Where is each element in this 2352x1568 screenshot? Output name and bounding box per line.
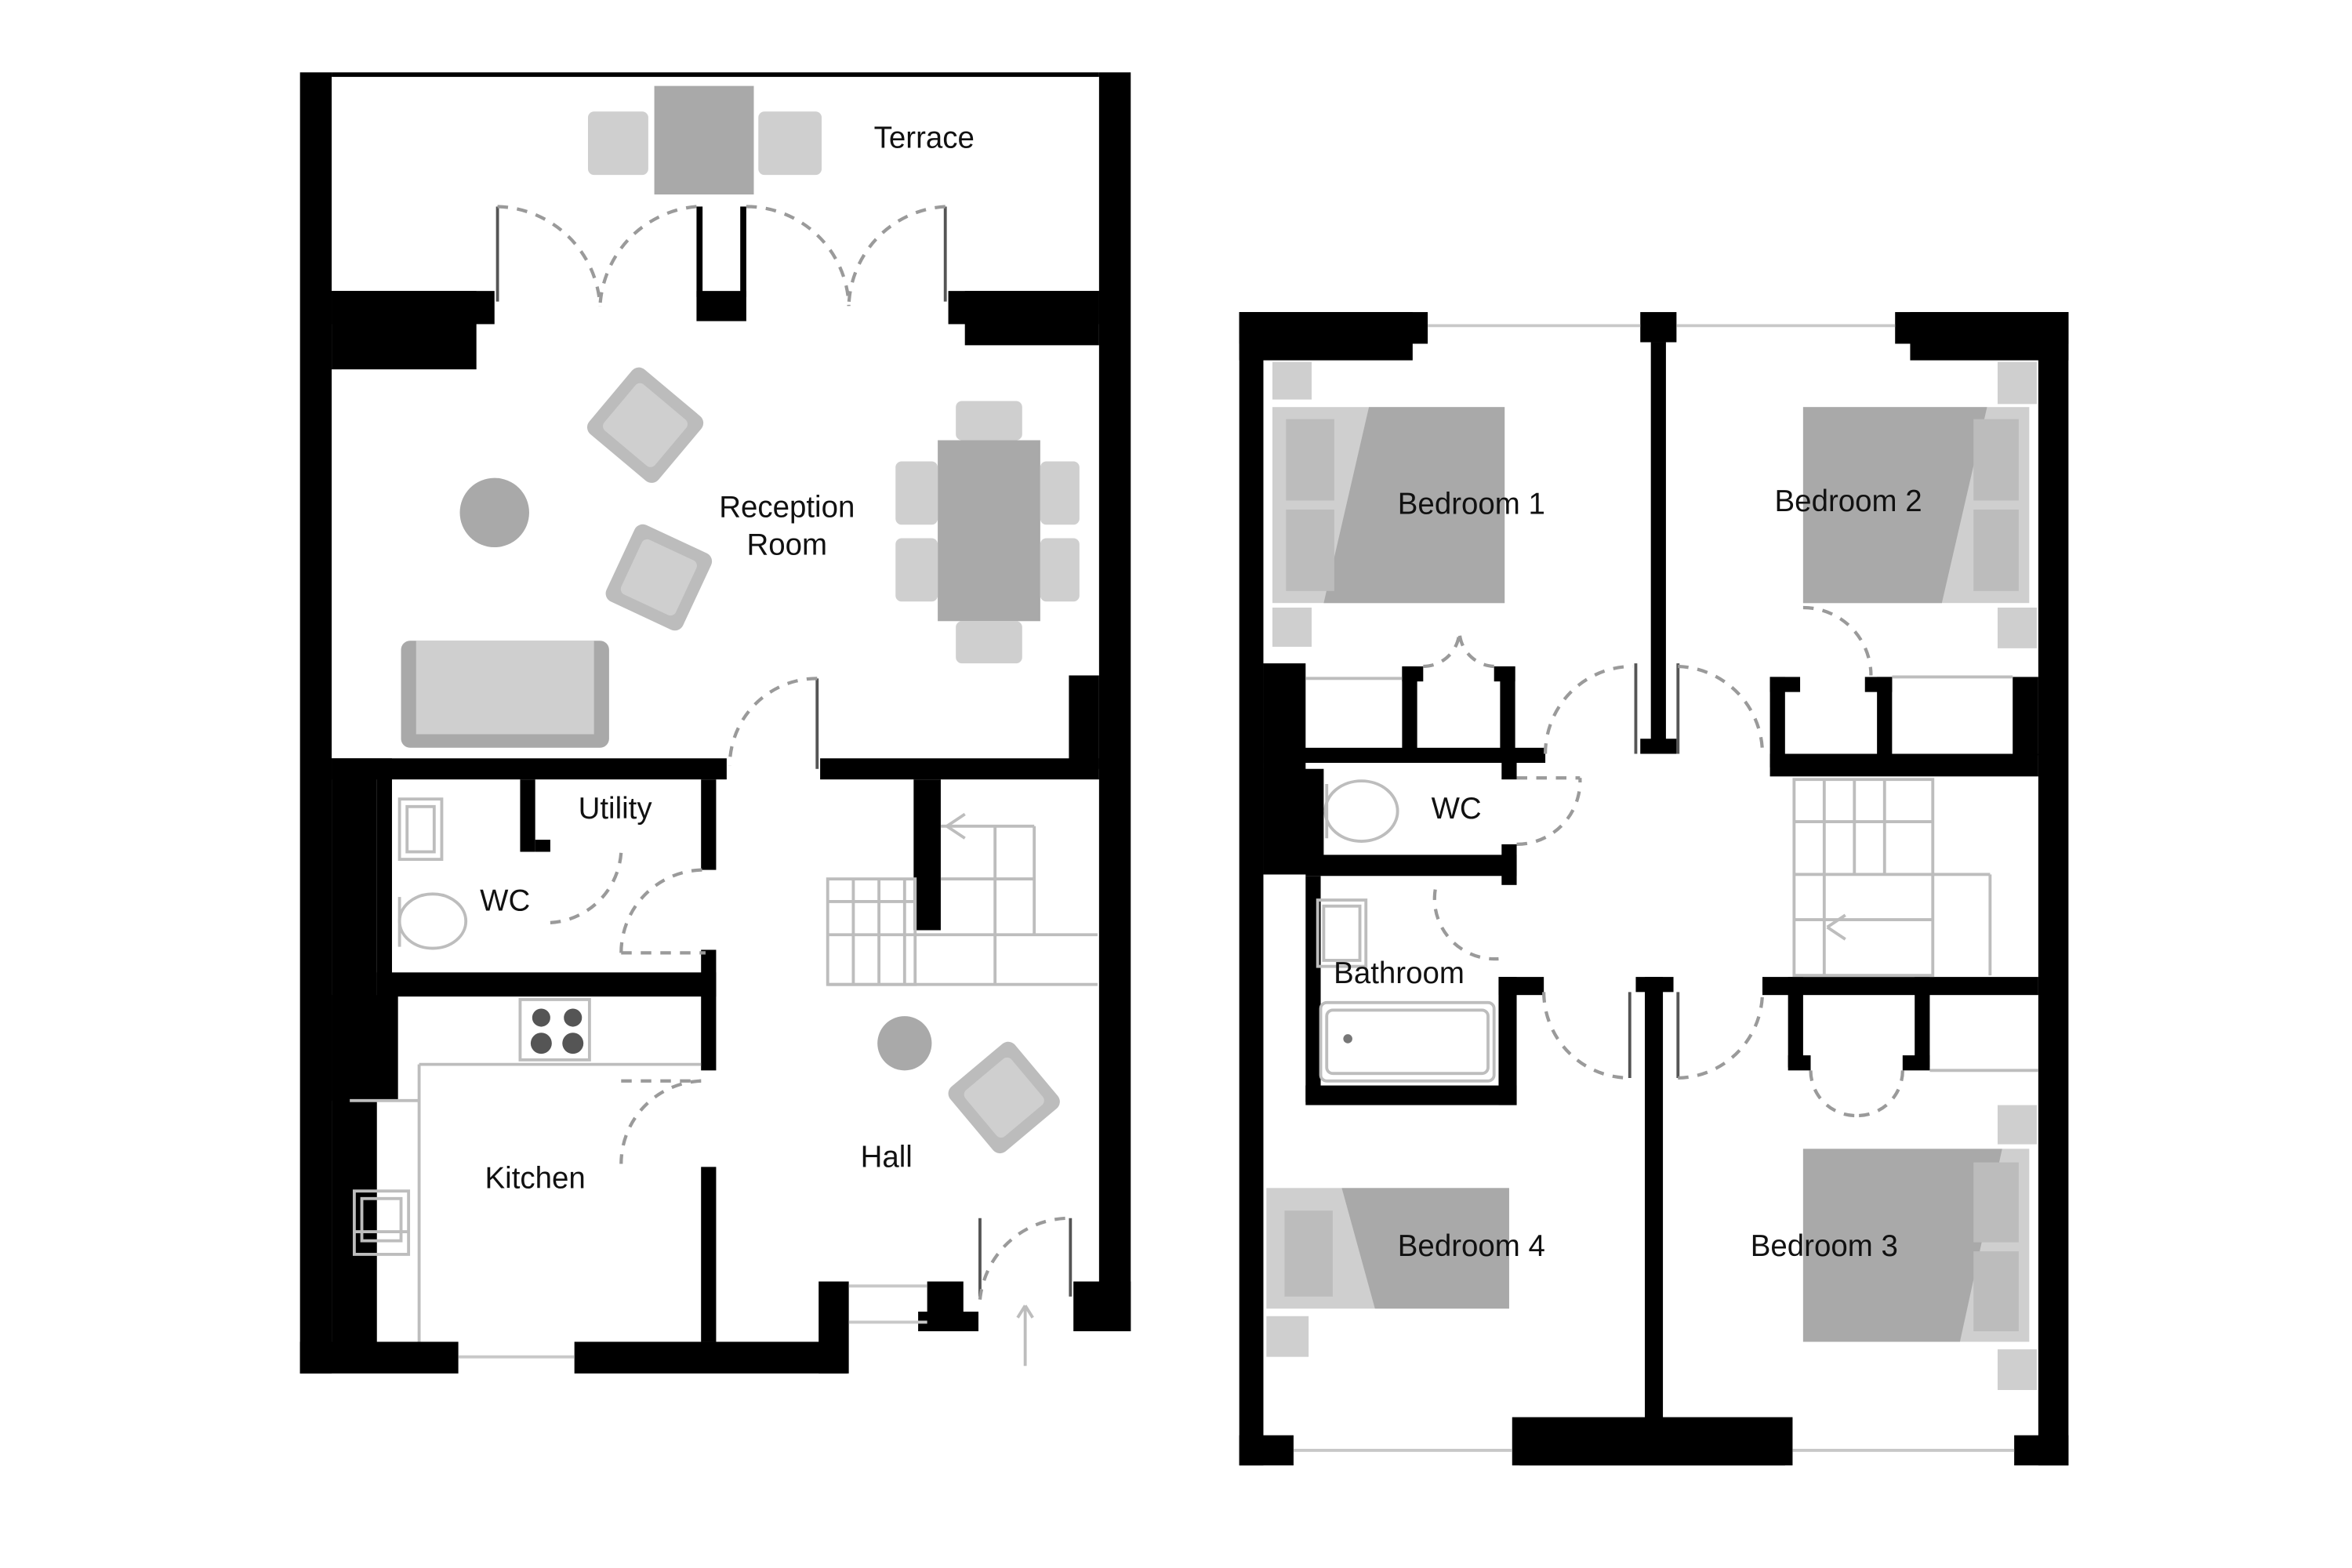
room-label-bedroom-3: Bedroom 3 — [1751, 1229, 1898, 1263]
ground-floor-fixtures — [350, 797, 1034, 1367]
room-label-wc-upstairs: WC — [1432, 792, 1482, 826]
terrace-chair — [587, 111, 648, 176]
side-table — [459, 477, 529, 548]
first-floor-glazing — [1293, 324, 2015, 1452]
bed — [1266, 1188, 1509, 1357]
room-label-utility: Utility — [579, 792, 653, 826]
ground-floor-glazing — [458, 206, 1073, 1359]
ground-floor-plan: Terrace Reception Room Utility WC Kitche… — [299, 72, 1131, 1374]
terrace-table — [654, 85, 754, 195]
dining-table — [938, 440, 1040, 622]
hall-table — [877, 1016, 932, 1071]
ground-floor-labels: Terrace Reception Room Utility WC Kitche… — [480, 121, 975, 1195]
dining-chair — [956, 401, 1022, 441]
dining-chair — [1040, 538, 1080, 602]
bed — [1802, 361, 2037, 648]
room-label-hall: Hall — [861, 1140, 913, 1174]
armchair — [948, 1041, 1060, 1154]
dining-chair — [956, 621, 1022, 664]
first-floor-door-swings — [1423, 605, 1904, 1118]
dining-chair — [895, 461, 938, 525]
ground-floor-door-swings — [497, 205, 1071, 1300]
first-floor-furniture — [1266, 361, 2037, 1391]
armchair — [586, 367, 704, 483]
room-label-reception-line1: Reception — [719, 491, 855, 524]
first-floor-walls — [1239, 312, 2069, 1466]
first-floor-fixtures — [1305, 675, 2038, 1083]
first-floor-labels: Bedroom 1 Bedroom 2 WC Bathroom Bedroom … — [1334, 485, 1922, 1263]
armchair — [605, 524, 713, 631]
dining-chair — [895, 538, 938, 602]
room-label-bathroom: Bathroom — [1334, 956, 1465, 990]
room-label-bedroom-2: Bedroom 2 — [1775, 485, 1922, 518]
sofa — [401, 641, 609, 748]
bed — [1802, 1105, 2037, 1391]
dining-chair — [1040, 461, 1080, 525]
first-floor-stairs — [1792, 778, 1992, 978]
ground-floor-stairs — [826, 812, 1098, 986]
ground-floor-furniture — [401, 85, 1080, 1154]
terrace-chair — [758, 111, 822, 176]
room-label-bedroom-4: Bedroom 4 — [1398, 1229, 1545, 1263]
ground-floor-walls — [299, 72, 1131, 1374]
room-label-bedroom-1: Bedroom 1 — [1398, 488, 1545, 521]
bed — [1272, 361, 1505, 647]
first-floor-plan: Bedroom 1 Bedroom 2 WC Bathroom Bedroom … — [1239, 312, 2069, 1466]
room-label-terrace: Terrace — [874, 121, 975, 154]
room-label-kitchen: Kitchen — [485, 1161, 586, 1195]
room-label-reception-line2: Room — [747, 528, 828, 562]
room-label-wc: WC — [480, 884, 530, 917]
